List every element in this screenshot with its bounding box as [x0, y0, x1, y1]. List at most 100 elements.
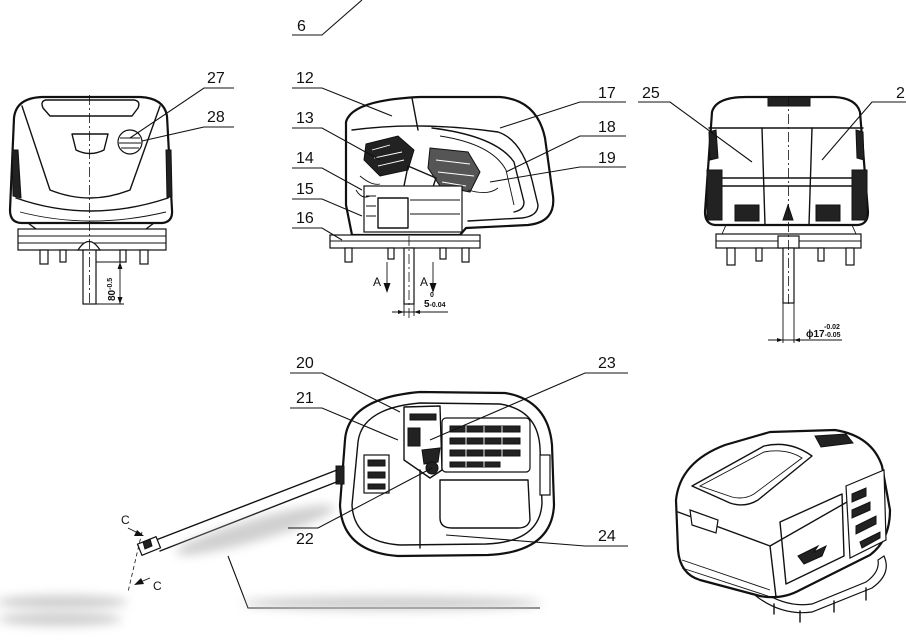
- callout-label: 16: [296, 210, 314, 227]
- cable-line: [155, 469, 340, 552]
- callout-22: 22: [288, 467, 433, 548]
- dimension-arrow-up: [117, 262, 123, 269]
- callout-label: 17: [598, 85, 616, 102]
- callout-13: 13: [292, 110, 381, 161]
- callout-label: 15: [296, 181, 314, 198]
- side-section-view: A A 0 5-0.04: [329, 95, 555, 318]
- bottom-left-component: [403, 405, 443, 479]
- callout-6: 6: [292, 0, 363, 36]
- callout-leader: [292, 167, 363, 191]
- side-shell-stripe: [431, 127, 525, 213]
- section-mark-c-lower-group: C: [134, 577, 162, 593]
- callout-23: 23: [429, 355, 628, 441]
- iso-top-tab: [814, 433, 854, 448]
- side-frame-inner: [377, 197, 409, 229]
- side-frame: [363, 185, 463, 233]
- dimension-arrow-left: [777, 338, 783, 342]
- redacted-label-bottom: [242, 596, 542, 610]
- dimension-arrow-left: [398, 310, 404, 314]
- callout-12: 12: [292, 70, 393, 117]
- iso-side-panel: [779, 493, 845, 585]
- rear-foot-2: [755, 247, 763, 262]
- section-arrow-head: [134, 578, 144, 585]
- side-gear-block: [427, 147, 481, 193]
- rear-mid-band: [706, 177, 867, 187]
- callout-leader: [292, 127, 381, 161]
- side-foot-3: [439, 247, 447, 260]
- callout-14: 14: [292, 150, 363, 191]
- side-base-plate: [329, 234, 481, 249]
- rear-opening-right: [815, 204, 841, 222]
- rear-view: -0.02 ϕ17-0.05: [703, 95, 870, 343]
- rear-left-strip: [706, 169, 723, 221]
- front-view: 80-0.5: [8, 95, 174, 306]
- section-arrow-head: [429, 283, 437, 293]
- callout-label: 24: [598, 528, 616, 545]
- bottom-board-lines: [465, 426, 503, 467]
- bottom-cable-port: [335, 465, 345, 485]
- callout-28: 28: [141, 109, 234, 142]
- bottom-right-mount: [539, 454, 551, 496]
- callout-18: 18: [505, 119, 626, 173]
- callout-label: 28: [207, 109, 225, 126]
- front-foot-2: [59, 249, 67, 263]
- callout-21: 21: [290, 390, 399, 441]
- callout-2: 2: [821, 85, 906, 161]
- callout-20: 20: [290, 355, 401, 413]
- side-shell-seam: [411, 97, 419, 131]
- section-mark-a-right: A: [420, 275, 428, 289]
- front-tray-lower: [19, 211, 167, 222]
- callout-16: 16: [292, 210, 343, 241]
- front-side-panel-lines: [21, 105, 161, 199]
- callout-label: 22: [296, 531, 314, 548]
- callout-label: 18: [598, 119, 616, 136]
- section-arrow-a-left: A: [373, 262, 391, 293]
- callout-leader: [290, 407, 399, 441]
- cable: [136, 469, 340, 557]
- callout-label: 2: [896, 85, 905, 102]
- side-shaft-diameter-text: 5-0.04: [424, 299, 446, 310]
- callout-leader: [429, 372, 628, 441]
- callout-24: 24: [445, 528, 628, 547]
- callout-label: 6: [297, 18, 306, 35]
- front-left-edge-detail: [11, 149, 22, 199]
- iso-pins: [773, 587, 867, 623]
- iso-top-panel: [691, 443, 813, 506]
- rear-foot-4: [845, 247, 855, 266]
- callout-leader: [638, 101, 753, 163]
- front-foot-4: [139, 249, 149, 265]
- side-shell-stripe-2: [439, 135, 515, 206]
- side-gear-details: [435, 159, 475, 187]
- rear-right-corner-detail: [855, 129, 865, 161]
- rear-right-strip: [851, 169, 868, 221]
- front-visor: [41, 99, 140, 117]
- callout-leader: [445, 534, 628, 547]
- callout-label: 25: [642, 85, 660, 102]
- callout-17: 17: [499, 85, 626, 129]
- front-shaft-length-dimension: 80-0.5: [96, 261, 124, 305]
- section-mark-c-upper: C: [121, 513, 130, 527]
- callout-27: 27: [129, 70, 234, 139]
- bottom-lower-cavity: [439, 479, 531, 529]
- front-body-outline: [8, 95, 174, 225]
- side-motor-highlights: [371, 144, 405, 167]
- front-notch: [71, 133, 109, 155]
- section-arrow-head: [383, 283, 391, 293]
- side-foot-2: [387, 247, 395, 260]
- front-hub: [76, 240, 102, 251]
- side-motor-block: [363, 135, 415, 177]
- callout-leader: [821, 101, 906, 161]
- bottom-board-grid: [449, 425, 521, 468]
- front-shaft-length-text: 80-0.5: [107, 278, 118, 301]
- dimension-arrow-down: [117, 297, 123, 304]
- callout-15: 15: [292, 181, 363, 217]
- side-foot-1: [344, 247, 353, 263]
- callout-label: 23: [598, 355, 616, 372]
- front-base-lip: [27, 222, 155, 230]
- dimension-arrow-right: [414, 310, 420, 314]
- iso-logo: [797, 544, 827, 565]
- iso-side-window-hatch: [851, 487, 881, 549]
- callout-label: 12: [296, 70, 314, 87]
- front-badge: [117, 129, 143, 155]
- callout-leader: [499, 101, 626, 129]
